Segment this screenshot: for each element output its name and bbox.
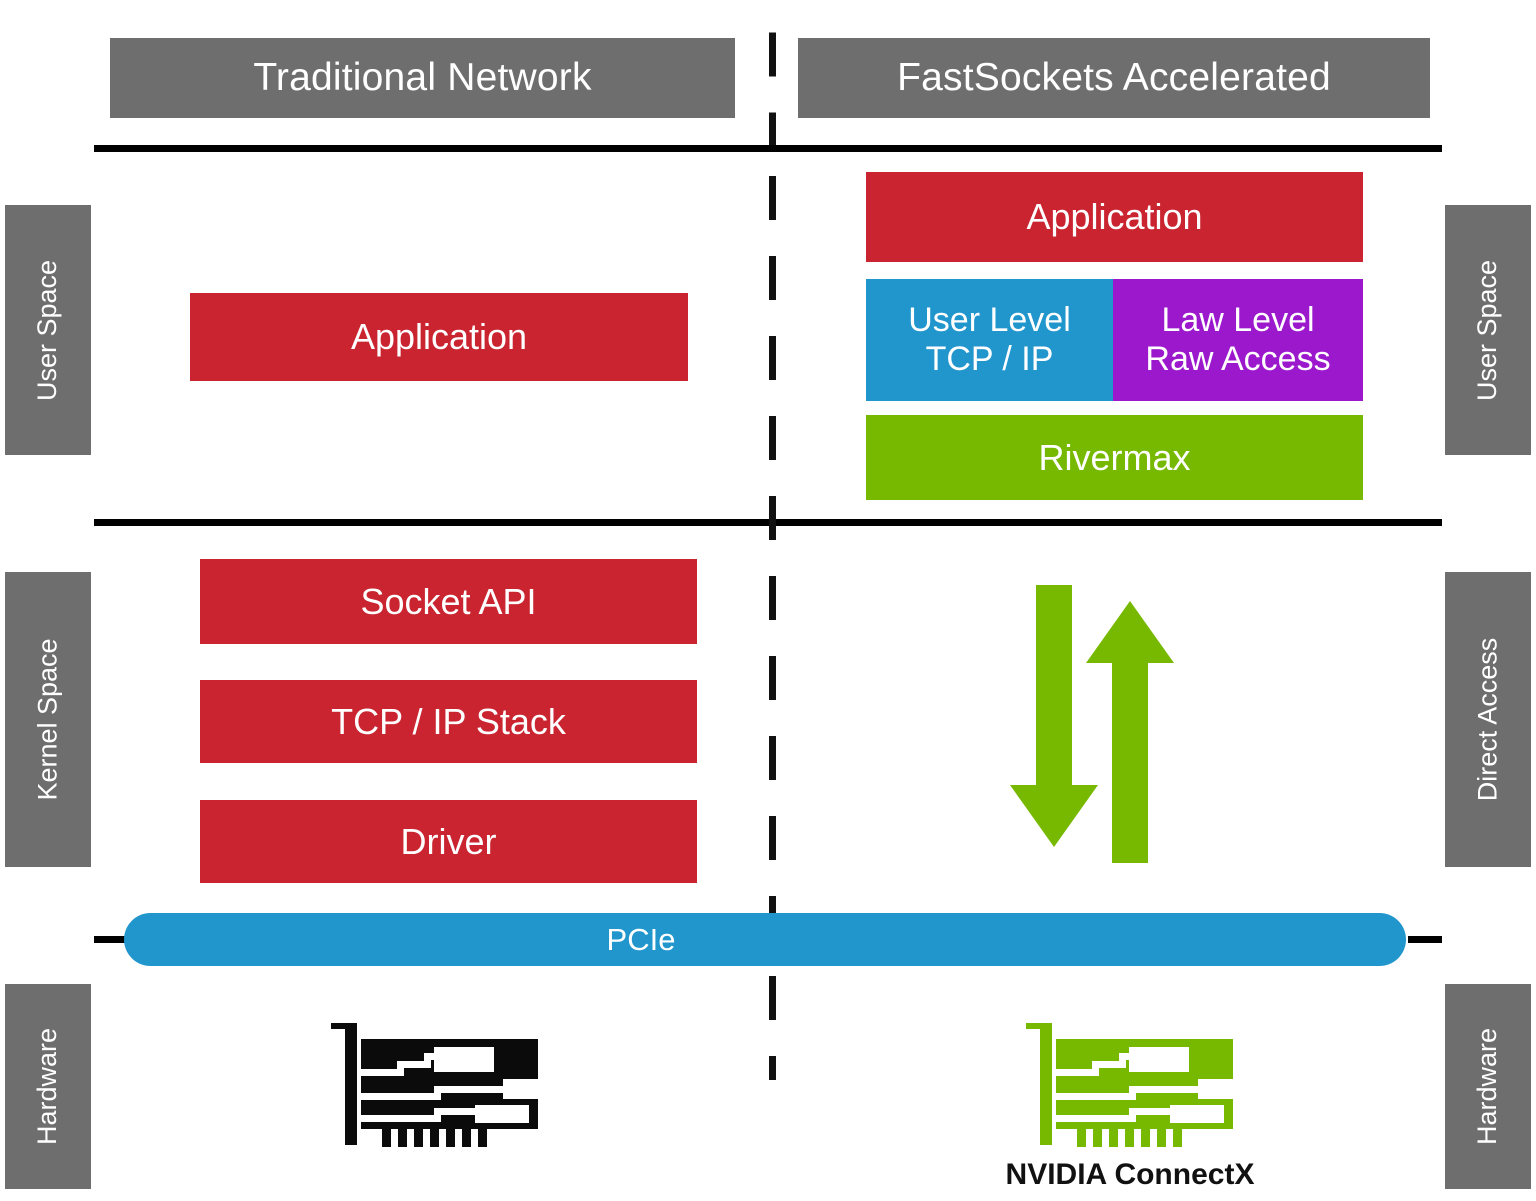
side-label-left-user-space: User Space [5, 205, 91, 455]
block-right-application: Application [866, 172, 1363, 262]
block-left-socket-api: Socket API [200, 559, 697, 644]
pcie-right-tick [1408, 936, 1442, 943]
nvidia-connectx-card-icon [1022, 1019, 1237, 1149]
block-right-rivermax: Rivermax [866, 415, 1363, 500]
block-right-law-level-raw-access: Law Level Raw Access [1113, 279, 1363, 401]
column-header-fastsockets-label: FastSockets Accelerated [897, 56, 1331, 99]
divider-userspace-kernel-rule [94, 519, 1442, 526]
column-header-fastsockets: FastSockets Accelerated [798, 38, 1430, 118]
up-arrow-icon [1086, 601, 1174, 863]
down-arrow-icon [1010, 585, 1098, 847]
direct-access-arrows [1010, 585, 1200, 863]
side-label-right-user-space: User Space [1445, 205, 1531, 455]
side-label-left-user-space-text: User Space [32, 259, 63, 401]
block-right-rivermax-label: Rivermax [1038, 436, 1191, 478]
block-left-application-label: Application [350, 316, 528, 358]
nvidia-connectx-caption-text: NVIDIA ConnectX [1005, 1158, 1255, 1191]
side-label-left-hardware-text: Hardware [32, 1027, 63, 1146]
side-label-right-hardware: Hardware [1445, 984, 1531, 1189]
side-label-left-kernel-space: Kernel Space [5, 572, 91, 867]
side-label-right-direct-access-text: Direct Access [1472, 637, 1503, 802]
pcie-left-tick [94, 936, 128, 943]
pcie-bus-bar: PCIe [124, 913, 1406, 966]
block-left-tcp-ip-stack: TCP / IP Stack [200, 680, 697, 763]
side-label-right-user-space-text: User Space [1472, 259, 1503, 401]
block-right-user-level-line2: TCP / IP [925, 340, 1054, 378]
pcie-bus-label: PCIe [606, 921, 676, 957]
block-left-application: Application [190, 293, 688, 381]
nic-card-icon-traditional [327, 1019, 542, 1149]
block-left-socket-api-label: Socket API [360, 580, 537, 622]
block-left-driver-label: Driver [400, 820, 497, 862]
column-header-traditional: Traditional Network [110, 38, 735, 118]
block-right-user-level-tcp-ip: User Level TCP / IP [866, 279, 1113, 401]
side-label-right-direct-access: Direct Access [1445, 572, 1531, 867]
block-right-user-level-line1: User Level [908, 300, 1071, 339]
divider-top-rule [94, 145, 1442, 152]
side-label-right-hardware-text: Hardware [1472, 1027, 1503, 1146]
center-dashed-divider [769, 0, 776, 145]
block-right-law-level-line2: Raw Access [1145, 340, 1331, 378]
block-left-driver: Driver [200, 800, 697, 883]
block-right-application-label: Application [1026, 196, 1203, 238]
center-dashed-divider-lower [769, 152, 776, 1080]
column-header-traditional-label: Traditional Network [253, 56, 592, 99]
side-label-left-kernel-space-text: Kernel Space [32, 638, 63, 801]
side-label-left-hardware: Hardware [5, 984, 91, 1189]
block-left-tcp-ip-stack-label: TCP / IP Stack [331, 700, 566, 742]
block-right-law-level-line1: Law Level [1161, 300, 1315, 339]
nvidia-connectx-caption: NVIDIA ConnectX [940, 1158, 1320, 1192]
